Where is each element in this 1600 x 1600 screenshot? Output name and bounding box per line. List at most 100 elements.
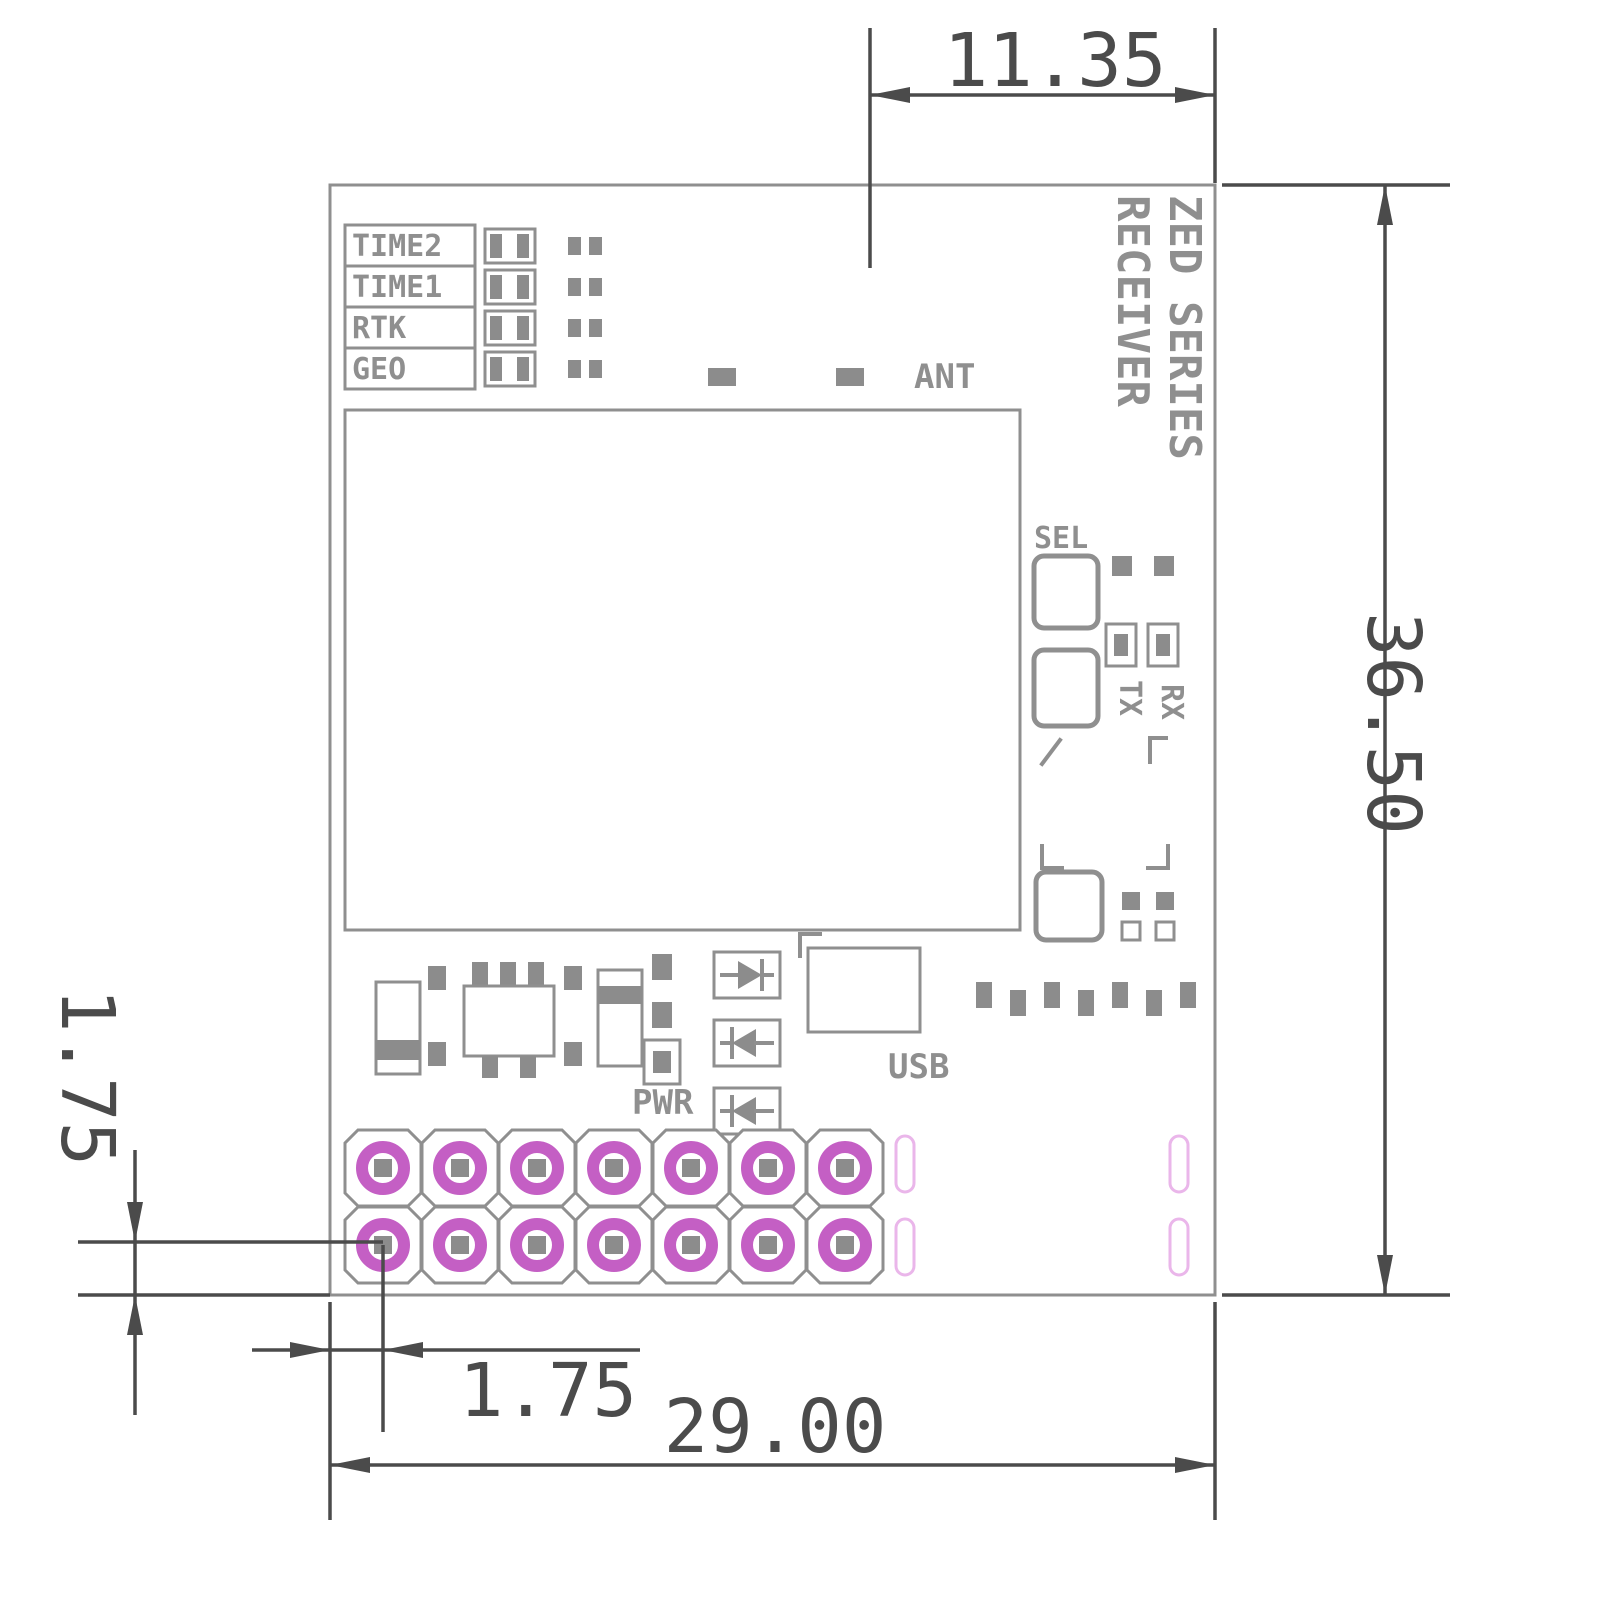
header-pin — [653, 1130, 729, 1206]
rx-pad-outline — [1146, 622, 1180, 668]
label-time1: TIME1 — [352, 270, 442, 305]
arrowhead — [330, 1457, 370, 1473]
led-footprint — [483, 350, 604, 388]
dimension-right: 36.50 — [1222, 183, 1450, 1297]
capacitor-band — [598, 986, 642, 1004]
led-footprint — [483, 268, 604, 306]
dimension-pin-horizontal: 1.75 — [252, 1245, 640, 1434]
antenna-area: ANT — [708, 357, 975, 397]
header-pin — [576, 1207, 652, 1283]
silk-corner-mark — [1040, 844, 1064, 870]
dimension-left-vertical: 1.75 — [44, 988, 383, 1415]
ant-label: ANT — [914, 357, 975, 397]
dimension-bottom: 29.00 — [328, 1302, 1217, 1520]
smd-pad — [1010, 990, 1026, 1016]
reset-button — [1033, 869, 1105, 943]
header-pin — [499, 1130, 575, 1206]
sel-area: SEL TX RX — [1031, 521, 1189, 870]
led-labels: TIME2 TIME1 RTK GEO — [343, 223, 604, 391]
ant-pad — [836, 368, 864, 386]
header-pin — [422, 1130, 498, 1206]
ic-pin — [472, 962, 488, 986]
mounting-slots — [894, 1134, 1190, 1277]
ic-pin — [520, 1056, 536, 1078]
arrowhead — [1377, 1255, 1393, 1295]
dim-left-value: 1.75 — [44, 988, 130, 1166]
usb-area: USB — [798, 932, 949, 1087]
smd-pad — [652, 1002, 672, 1028]
smd-pad — [1122, 892, 1140, 910]
dimension-top: 11.35 — [868, 18, 1217, 268]
smd-pad — [564, 1042, 582, 1066]
header-pin — [653, 1207, 729, 1283]
dimensions: 11.35 36.50 29.00 — [44, 18, 1450, 1520]
label-time2: TIME2 — [352, 229, 442, 264]
smd-pad — [1112, 982, 1128, 1008]
smd-pad-outline — [1120, 920, 1142, 942]
led-footprint — [483, 227, 604, 265]
header-pin — [576, 1130, 652, 1206]
board-title-line1: ZED SERIES — [1159, 195, 1210, 460]
ic-pin — [500, 962, 516, 986]
rx-label: RX — [1154, 684, 1189, 720]
mid-button — [1031, 647, 1101, 729]
diode-outline — [712, 950, 782, 1000]
smd-pad — [1154, 556, 1174, 576]
tx-pad-outline — [1104, 622, 1138, 668]
smd-pad-outline — [1154, 920, 1176, 942]
capacitor-outline — [374, 980, 422, 1076]
board-outline — [328, 183, 1217, 1297]
label-geo: GEO — [352, 352, 406, 387]
header-pin — [807, 1207, 883, 1283]
header-pin — [345, 1130, 421, 1206]
arrowhead — [127, 1202, 143, 1242]
smd-pad — [564, 966, 582, 990]
slot — [894, 1217, 916, 1277]
label-box-geo — [343, 346, 477, 391]
usb-connector-outline — [806, 946, 922, 1034]
smd-pad — [1156, 892, 1174, 910]
smd-pad — [428, 966, 446, 990]
arrowhead — [127, 1295, 143, 1335]
smd-pad — [1078, 990, 1094, 1016]
diode-outline — [712, 1018, 782, 1068]
smd-pad — [1044, 982, 1060, 1008]
arrowhead — [870, 87, 910, 103]
ant-pad — [708, 368, 736, 386]
smd-pad — [976, 982, 992, 1008]
usb-label: USB — [888, 1047, 949, 1087]
silk-slash-mark — [1039, 737, 1063, 767]
smd-pad — [1180, 982, 1196, 1008]
silk-corner-mark — [798, 932, 822, 958]
board: TIME2 TIME1 RTK GEO ANT ZED SERIES RECEI… — [328, 183, 1217, 1297]
diodes — [712, 950, 782, 1136]
tx-label: TX — [1112, 680, 1147, 716]
header-pin — [730, 1130, 806, 1206]
capacitor-band — [376, 1040, 420, 1060]
arrowhead — [1377, 185, 1393, 225]
arrowhead — [1175, 1457, 1215, 1473]
led-footprint — [483, 309, 604, 347]
ic-pin — [528, 962, 544, 986]
bottom-right-area — [976, 869, 1196, 1016]
slot — [894, 1134, 916, 1194]
arrowhead — [290, 1342, 330, 1358]
header-pin — [422, 1207, 498, 1283]
dim-pin-value: 1.75 — [459, 1348, 637, 1434]
arrowhead — [1175, 87, 1215, 103]
smd-pad — [652, 954, 672, 980]
slot — [1168, 1217, 1190, 1277]
pwr-label: PWR — [632, 1083, 694, 1123]
silk-corner-mark — [1148, 736, 1168, 764]
via-pad-outline — [642, 1038, 682, 1086]
dim-bottom-value: 29.00 — [664, 1384, 887, 1470]
arrowhead — [383, 1342, 423, 1358]
power-components: PWR — [374, 954, 694, 1123]
label-rtk: RTK — [352, 311, 406, 346]
board-title: ZED SERIES RECEIVER — [1107, 195, 1210, 460]
smd-pad — [1112, 556, 1132, 576]
sel-button — [1031, 553, 1101, 631]
board-title-line2: RECEIVER — [1107, 195, 1158, 407]
